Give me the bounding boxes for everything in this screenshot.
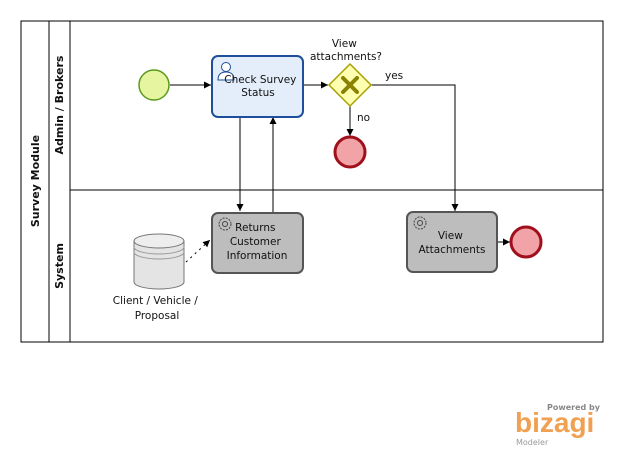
logo-powered-by: Powered by (547, 403, 601, 412)
gateway-label: View attachments? (310, 38, 382, 63)
task-label-line: View (438, 230, 463, 242)
task-label-line: Attachments (418, 244, 485, 256)
lane-label-system: System (53, 243, 66, 289)
task-view-attachments[interactable]: View Attachments (406, 211, 498, 273)
start-event[interactable] (138, 69, 170, 101)
data-store-label: Client / Vehicle / Proposal (113, 295, 201, 322)
exclusive-gateway[interactable] (327, 62, 373, 108)
task-label-line: Information (227, 250, 288, 262)
flow-label-yes: yes (385, 70, 403, 82)
task-label-line: Status (241, 87, 274, 99)
data-store-cylinder[interactable] (133, 233, 185, 290)
x-mark-icon (341, 76, 359, 94)
task-label-line: Returns (235, 222, 275, 234)
pool-label: Survey Module (29, 135, 42, 227)
task-returns-customer-information[interactable]: Returns Customer Information (211, 212, 304, 274)
flow-label-no: no (357, 112, 370, 124)
user-icon (217, 62, 235, 81)
svg-text:Check Survey Status: Check Survey Status (224, 74, 300, 99)
end-event[interactable] (509, 225, 543, 259)
logo-product: Modeler (516, 438, 549, 447)
svg-text:View Attachments: View Attachments (418, 230, 485, 256)
task-label-line: Check Survey (224, 74, 296, 86)
pool: Survey Module Admin / Brokers System (20, 20, 604, 343)
task-label-line: Customer (230, 236, 282, 248)
logo-brand: bizagi (515, 407, 594, 438)
bizagi-logo: Powered by bizagi Modeler (515, 403, 601, 447)
sequence-flows (170, 81, 510, 263)
gear-icon (413, 216, 427, 230)
lane-label-admin: Admin / Brokers (53, 55, 66, 154)
end-event-no[interactable] (333, 135, 367, 169)
gear-icon (218, 217, 232, 231)
flow-gateway-yes (371, 84, 459, 211)
svg-text:Returns Customer I: Returns Customer Information (227, 222, 288, 262)
task-check-survey-status[interactable]: Check Survey Status (211, 55, 304, 118)
